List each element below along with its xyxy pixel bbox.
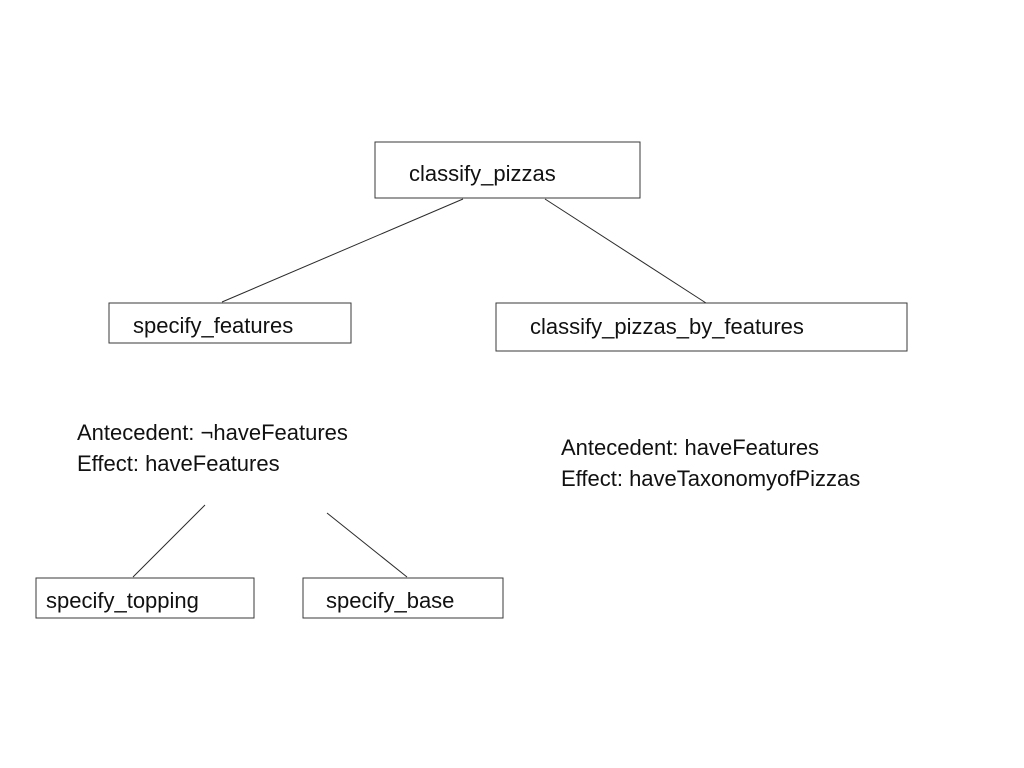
node-label: classify_pizzas_by_features <box>530 314 804 339</box>
effect-text: Effect: haveTaxonomyofPizzas <box>561 466 860 491</box>
note-specify-features: Antecedent: ¬haveFeatures Effect: haveFe… <box>77 420 348 476</box>
node-specify-features: specify_features <box>108 302 352 344</box>
node-specify-base: specify_base <box>302 577 504 619</box>
node-label: specify_base <box>326 588 454 613</box>
node-label: specify_topping <box>46 588 199 613</box>
antecedent-text: Antecedent: ¬haveFeatures <box>77 420 348 445</box>
node-specify-topping: specify_topping <box>35 577 255 619</box>
effect-text: Effect: haveFeatures <box>77 451 280 476</box>
antecedent-text: Antecedent: haveFeatures <box>561 435 819 460</box>
edge-root-to-classify-pizzas-by-features <box>544 198 707 304</box>
node-label: classify_pizzas <box>409 161 556 186</box>
node-label: specify_features <box>133 313 293 338</box>
note-classify-pizzas-by-features: Antecedent: haveFeatures Effect: haveTax… <box>561 435 860 491</box>
node-classify-pizzas-by-features: classify_pizzas_by_features <box>495 302 908 352</box>
node-classify-pizzas: classify_pizzas <box>374 141 641 199</box>
edge-features-to-specify-base <box>326 512 408 578</box>
edge-root-to-specify-features <box>221 198 464 303</box>
edge-features-to-specify-topping <box>132 504 206 578</box>
